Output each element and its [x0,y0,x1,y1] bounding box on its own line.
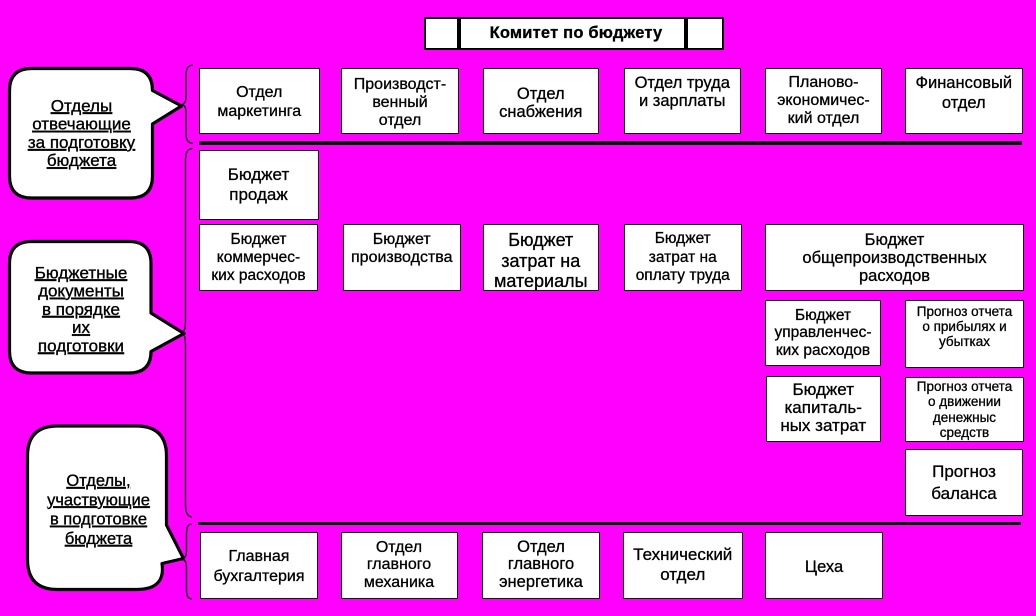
svg-text:в подготовке: в подготовке [50,511,147,529]
svg-text:Отделы,: Отделы, [66,472,130,490]
svg-text:Отделы: Отделы [51,96,112,115]
svg-text:их: их [72,318,90,337]
svg-text:в порядке: в порядке [42,300,120,319]
svg-text:подготовки: подготовки [38,336,124,355]
svg-text:Бюджетные: Бюджетные [35,263,128,282]
svg-text:за подготовку: за подготовку [28,133,136,152]
svg-text:бюджета: бюджета [47,151,117,170]
svg-text:документы: документы [38,282,124,301]
svg-text:отвечающие: отвечающие [32,115,131,134]
svg-text:участвующие: участвующие [47,491,150,509]
svg-text:бюджета: бюджета [65,530,133,548]
